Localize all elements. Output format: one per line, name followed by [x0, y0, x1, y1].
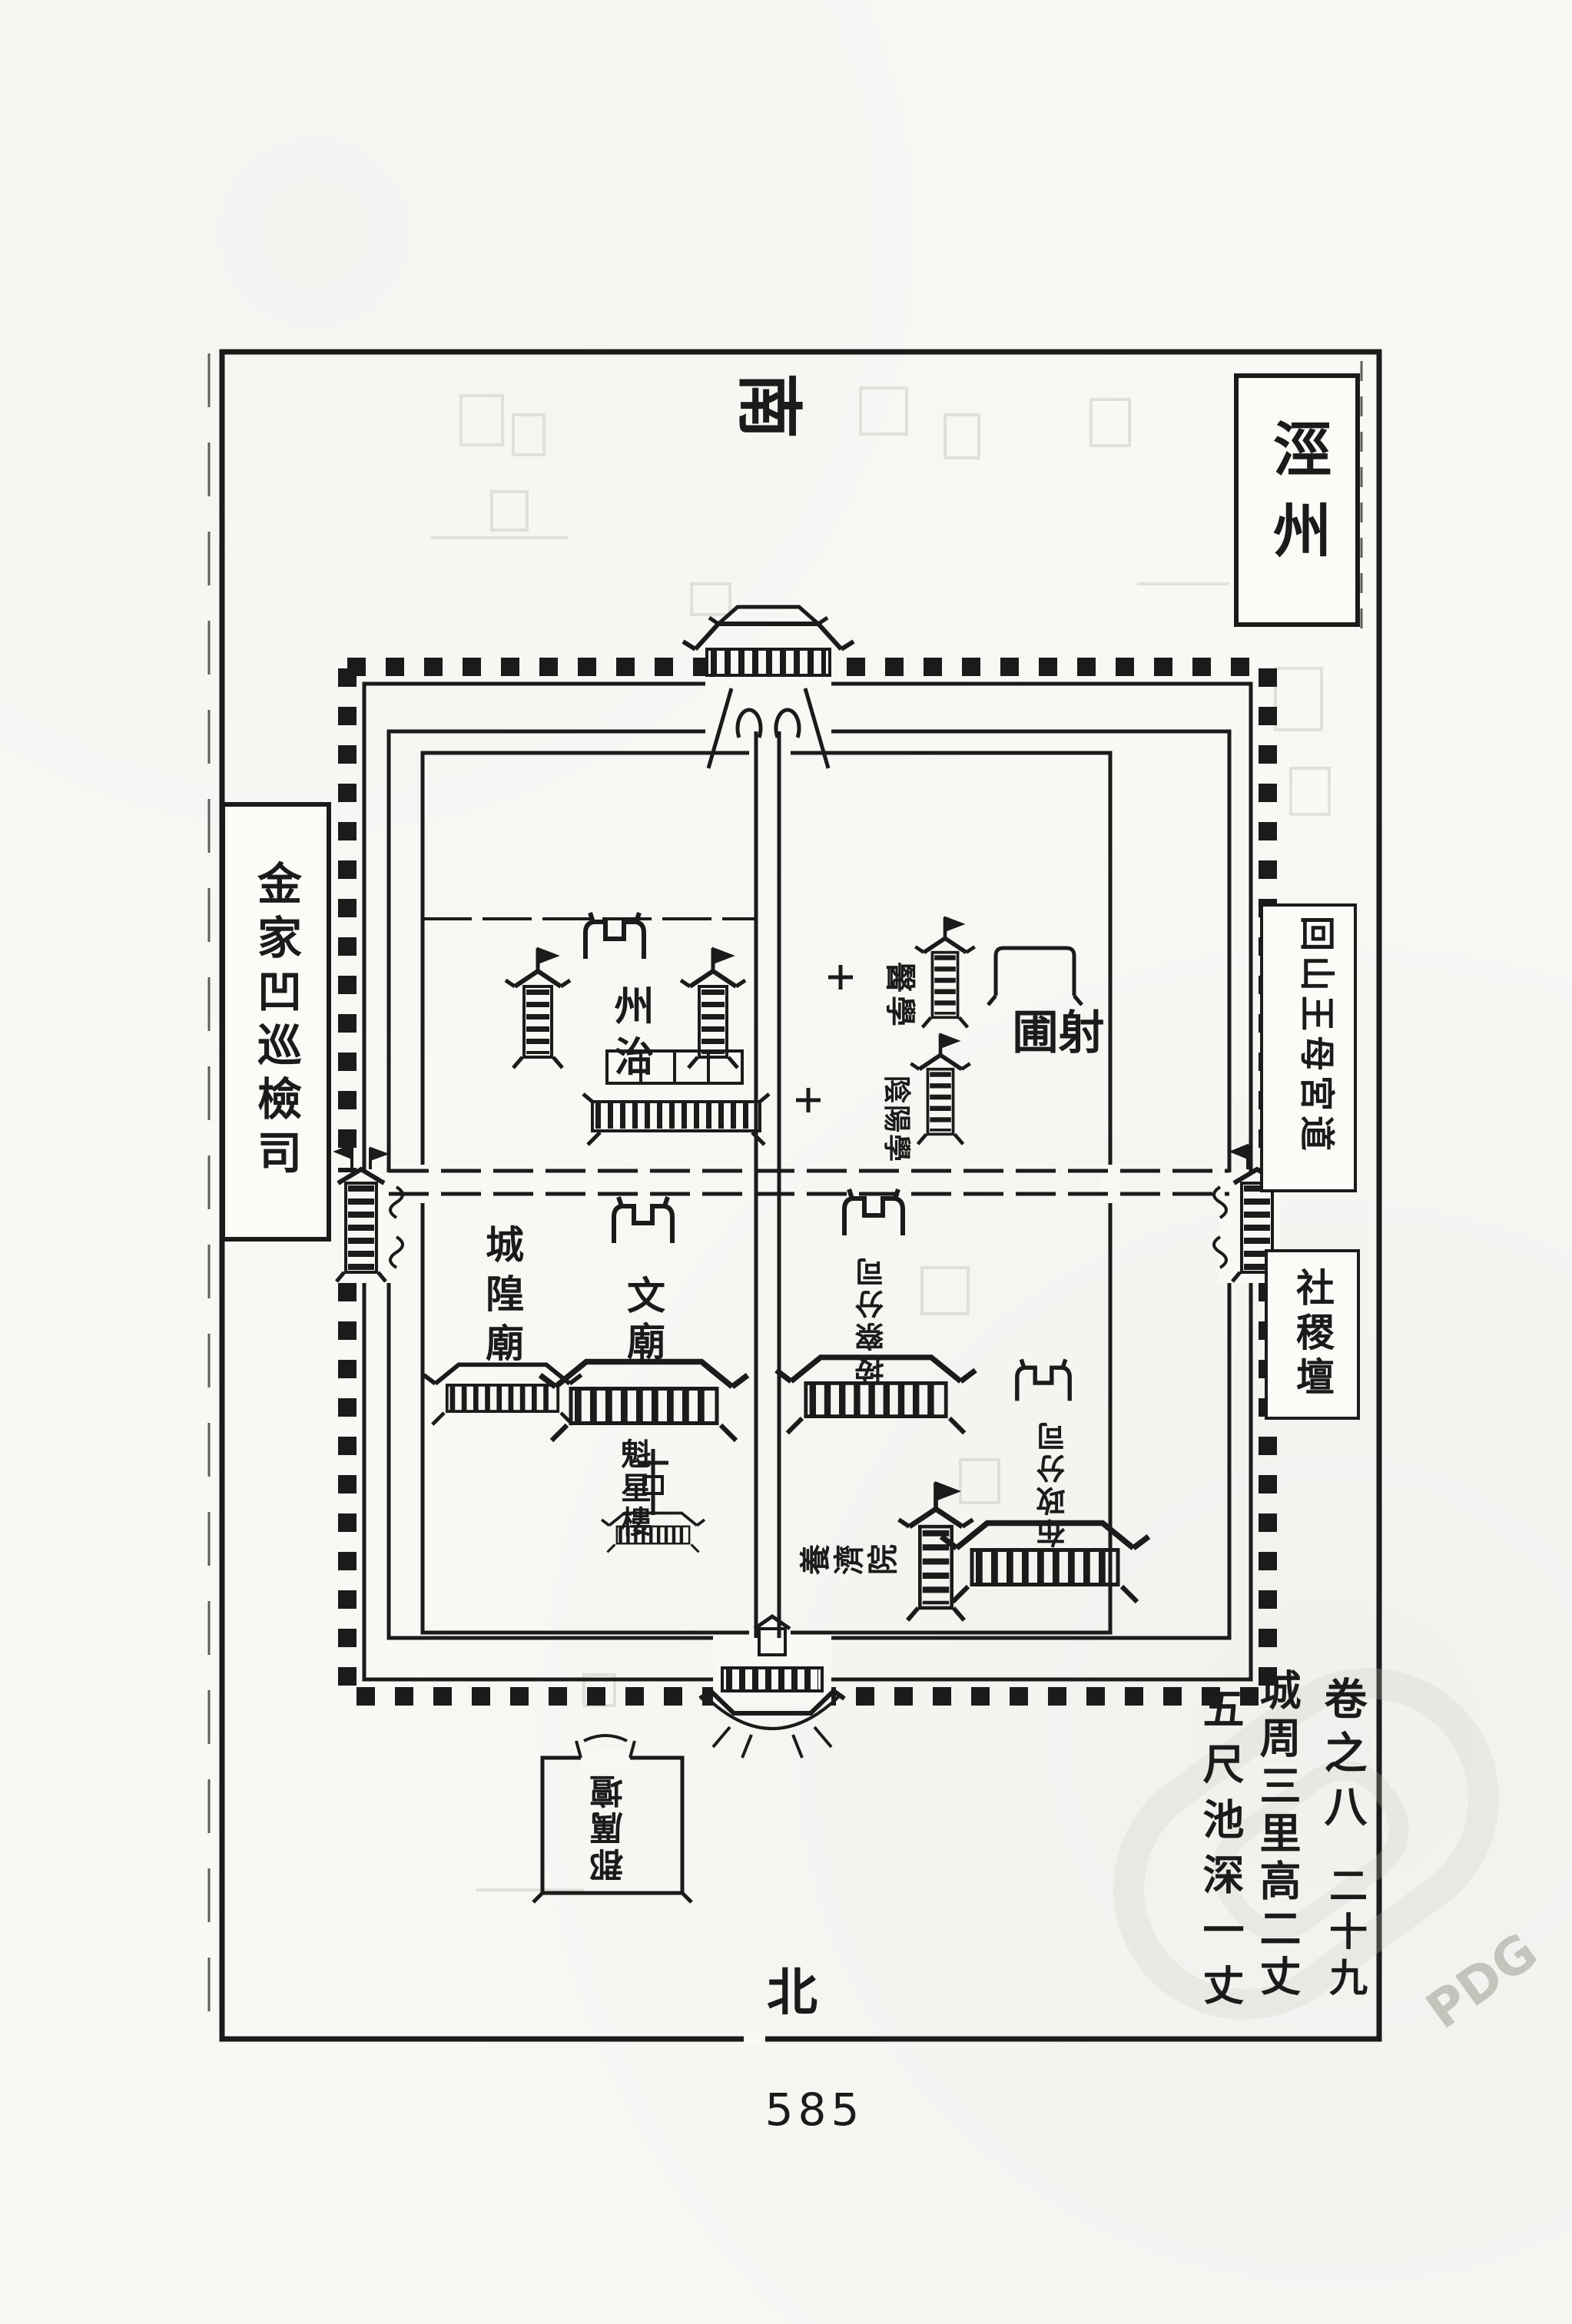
bleedthrough-ghosts — [430, 386, 1331, 1891]
folio-label: 二十九 — [1323, 1865, 1368, 2004]
patrol-office-box: 金家凹巡檢司 — [221, 802, 331, 1242]
wangmu-road-box — [1260, 903, 1357, 1192]
archery-ground-label: 射圃 — [1004, 1008, 1104, 1074]
prefecture-hall — [582, 1049, 771, 1146]
sheji-altar-box: 社稷壇 — [1265, 1249, 1360, 1420]
li-altar-label: 郡厲壇 — [590, 1772, 629, 1882]
yinyang-school-label: 陰陽學 — [881, 1076, 912, 1164]
administration-branch-label: 布政分司 — [1036, 1419, 1070, 1548]
main-streets — [389, 731, 1229, 1638]
compass-south: 南 — [730, 373, 807, 439]
compass-north: 北 — [767, 1963, 818, 2022]
west-gate — [1212, 1145, 1283, 1281]
wangmu-road-label: 回山王母宮道 — [1296, 916, 1338, 1155]
volume-label: 卷之八 — [1317, 1676, 1367, 1838]
prefecture-seat-label: 州治 — [607, 985, 653, 1086]
kuixing-tower-label: 魁星樓 — [615, 1438, 651, 1540]
confucian-temple-label: 文廟 — [621, 1275, 665, 1368]
li-altar-compound — [532, 1734, 693, 1904]
scan-watermark — [1113, 1668, 1499, 2020]
prefecture-seat-compound — [423, 913, 771, 1146]
map-title: 涇州 — [1263, 419, 1332, 582]
surveillance-branch-label: 按察分司 — [855, 1255, 889, 1384]
school-towers — [796, 917, 975, 1145]
sheji-altar-label: 社稷壇 — [1290, 1268, 1335, 1401]
south-gate — [682, 605, 855, 769]
page-number: 585 — [764, 2084, 864, 2136]
archery-ground-enclosure — [987, 946, 1083, 1006]
patrol-office-label: 金家凹巡檢司 — [250, 860, 302, 1183]
east-gate — [335, 1145, 404, 1281]
frame-gap — [744, 2033, 765, 2045]
kuixing-pole — [638, 1449, 668, 1515]
medical-school-label: 醫學 — [882, 962, 917, 1029]
wall-note-col1: 城周三里高二丈 — [1252, 1669, 1301, 2002]
temple-group-ne — [423, 1197, 748, 1552]
city-god-temple-label: 城隍廟 — [479, 1225, 524, 1372]
north-gate — [698, 1613, 846, 1759]
almshouse-label: 養濟院 — [799, 1545, 900, 1580]
wall-note-col2: 五尺池深一丈 — [1196, 1687, 1244, 2019]
title-box: 涇州 — [1234, 373, 1360, 627]
